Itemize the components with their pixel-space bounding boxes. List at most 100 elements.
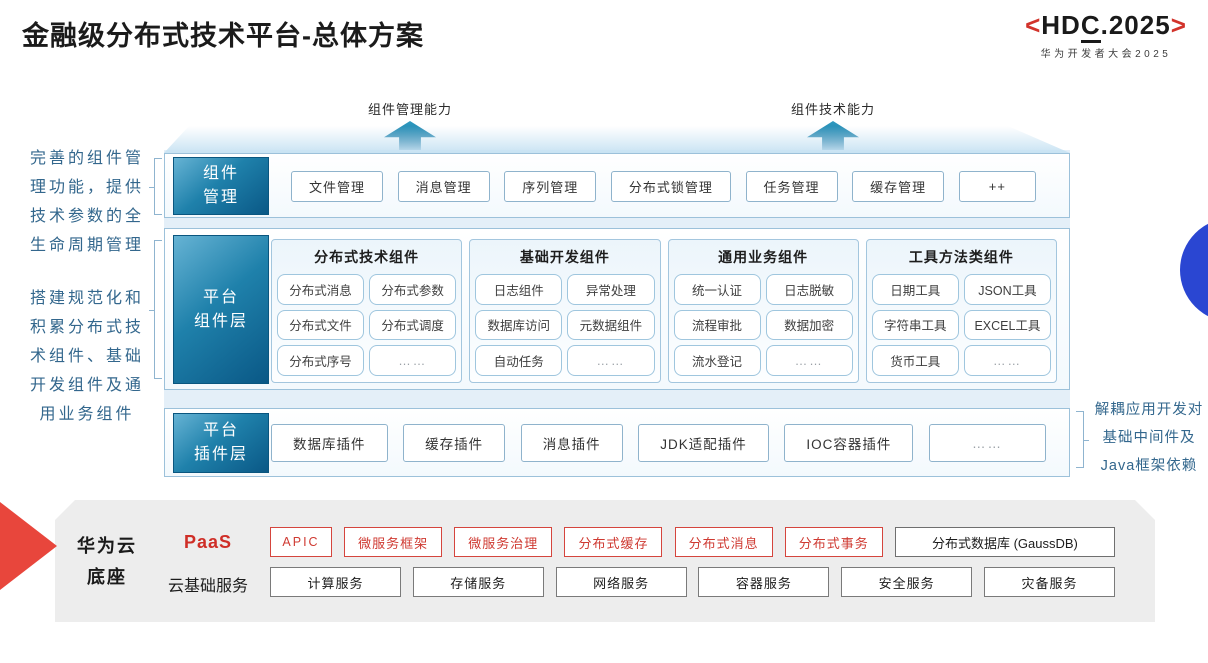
iaas-item: 网络服务 [555,567,687,597]
component-item: 日志组件 [475,274,563,305]
component-item: 货币工具 [871,345,959,376]
note-line: 完善的组件管 [29,150,144,167]
component-item: 分布式参数 [369,274,457,305]
paas-item: 分布式事务 [784,527,883,557]
note-line: 术组件、基础 [29,348,144,365]
layer-label-platform-components: 平台 组件层 [173,235,269,384]
note-line: 解耦应用开发对 [1094,402,1204,418]
plugin-item-more: …… [929,424,1046,462]
mgmt-item: 缓存管理 [852,171,945,202]
paas-item: 分布式消息 [674,527,773,557]
management-items: 文件管理 消息管理 序列管理 分布式锁管理 任务管理 缓存管理 ++ [291,171,1036,202]
paas-item: 微服务框架 [344,527,443,557]
paas-item: APIC [270,527,332,557]
iaas-item: 灾备服务 [983,567,1115,597]
arrow-label: 组件管理能力 [367,102,452,117]
cloud-basic-services: 计算服务 存储服务 网络服务 容器服务 安全服务 灾备服务 [270,567,1115,597]
component-item: 日期工具 [871,274,959,305]
page-title: 金融级分布式技术平台-总体方案 [22,21,424,51]
note-line: 积累分布式技 [29,319,144,336]
group-items: 日志组件 异常处理 数据库访问 元数据组件 自动任务 …… [475,274,655,376]
plugin-item: 缓存插件 [403,424,506,462]
group-items: 日期工具 JSON工具 字符串工具 EXCEL工具 货币工具 …… [871,274,1051,376]
component-item-more: …… [567,345,655,376]
component-item: 日志脱敏 [765,274,853,305]
component-item: 数据库访问 [475,309,563,341]
component-item: 异常处理 [567,274,655,305]
layer-component-management: 组件 管理 文件管理 消息管理 序列管理 分布式锁管理 任务管理 缓存管理 ++ [164,153,1070,218]
layer-label-component-management: 组件 管理 [173,157,269,215]
layer-label-line: 平台 [202,422,239,439]
component-item: JSON工具 [963,274,1051,305]
note-line: 用业务组件 [39,406,135,423]
note-decouple-middleware: 解耦应用开发对 基础中间件及 Java框架依赖 [1090,396,1208,480]
hdc-logo-wordmark: <HDC.2025> [1008,10,1204,43]
foundation-label-line: 底座 [87,567,127,587]
note-line: 生命周期管理 [29,237,144,254]
mgmt-item: 序列管理 [504,171,597,202]
component-item-more: …… [369,345,457,376]
paas-item: 分布式缓存 [564,527,663,557]
paas-item: 微服务治理 [454,527,553,557]
arrow-label: 组件技术能力 [790,102,875,117]
hdc-logo: <HDC.2025> 华为开发者大会2025 [1008,10,1204,60]
component-item-more: …… [963,345,1051,376]
group-basic-dev: 基础开发组件 日志组件 异常处理 数据库访问 元数据组件 自动任务 …… [469,239,661,383]
group-title: 通用业务组件 [718,249,809,265]
note-management-lifecycle: 完善的组件管 理功能，提供 技术参数的全 生命周期管理 [22,144,152,260]
foundation-label-line: 华为云 [77,536,137,556]
iaas-item: 存储服务 [412,567,544,597]
paas-item-gaussdb: 分布式数据库 (GaussDB) [894,527,1115,557]
plugin-item: IOC容器插件 [784,424,914,462]
mgmt-item: 文件管理 [291,171,384,202]
mgmt-item: 分布式锁管理 [610,171,731,202]
plugin-item: 数据库插件 [271,424,388,462]
right-bracket [1076,411,1089,468]
plugin-item: JDK适配插件 [638,424,769,462]
mgmt-item: 消息管理 [397,171,490,202]
layer-label-line: 组件 [202,165,239,182]
iaas-item: 计算服务 [270,567,401,597]
stack-top-face [164,126,1070,153]
left-bracket [149,240,162,379]
group-common-business: 通用业务组件 统一认证 日志脱敏 流程审批 数据加密 流水登记 …… [667,239,859,383]
component-item: 统一认证 [673,274,761,305]
huawei-cloud-foundation-panel [55,500,1155,622]
red-arrow-icon [0,502,57,590]
group-utility-methods: 工具方法类组件 日期工具 JSON工具 字符串工具 EXCEL工具 货币工具 …… [865,239,1057,383]
note-line: 搭建规范化和 [29,290,144,307]
component-item: 元数据组件 [567,309,655,341]
group-title: 分布式技术组件 [314,249,420,265]
layer-platform-plugins: 平台 插件层 数据库插件 缓存插件 消息插件 JDK适配插件 IOC容器插件 …… [164,408,1070,477]
iaas-item: 容器服务 [698,567,830,597]
note-line: 基础中间件及 [1102,430,1196,446]
iaas-label: 云基础服务 [167,578,248,595]
component-item: 流程审批 [673,309,761,341]
plugin-item: 消息插件 [520,424,623,462]
blue-circle-decoration [1180,218,1208,322]
logo-text-c: C [1080,10,1101,43]
note-line: 开发组件及通 [29,377,144,394]
layer-label-platform-plugins: 平台 插件层 [173,413,269,473]
group-distributed-tech: 分布式技术组件 分布式消息 分布式参数 分布式文件 分布式调度 分布式序号 …… [271,239,463,383]
component-item: 分布式序号 [277,345,365,376]
paas-services: APIC 微服务框架 微服务治理 分布式缓存 分布式消息 分布式事务 分布式数据… [270,527,1115,557]
plugin-items: 数据库插件 缓存插件 消息插件 JDK适配插件 IOC容器插件 …… [271,424,1046,462]
component-item: 数据加密 [765,309,853,341]
mgmt-item: 任务管理 [745,171,838,202]
component-item: 分布式调度 [369,309,457,341]
component-item: 流水登记 [673,345,761,376]
component-item-more: …… [765,345,853,376]
layer-label-line: 平台 [202,288,239,306]
note-standardized-components: 搭建规范化和 积累分布式技 术组件、基础 开发组件及通 用业务组件 [22,284,152,429]
group-title: 基础开发组件 [519,249,610,265]
component-item: 字符串工具 [871,309,959,341]
layer-label-line: 组件层 [193,312,248,330]
component-groups: 分布式技术组件 分布式消息 分布式参数 分布式文件 分布式调度 分布式序号 ……… [271,239,1057,383]
layer-label-line: 管理 [202,189,239,206]
foundation-label: 华为云 底座 [62,531,152,593]
component-item: 分布式文件 [277,309,365,341]
logo-text-post: .2025 [1100,10,1171,40]
component-item: EXCEL工具 [963,309,1051,341]
layer-label-line: 插件层 [193,446,248,463]
